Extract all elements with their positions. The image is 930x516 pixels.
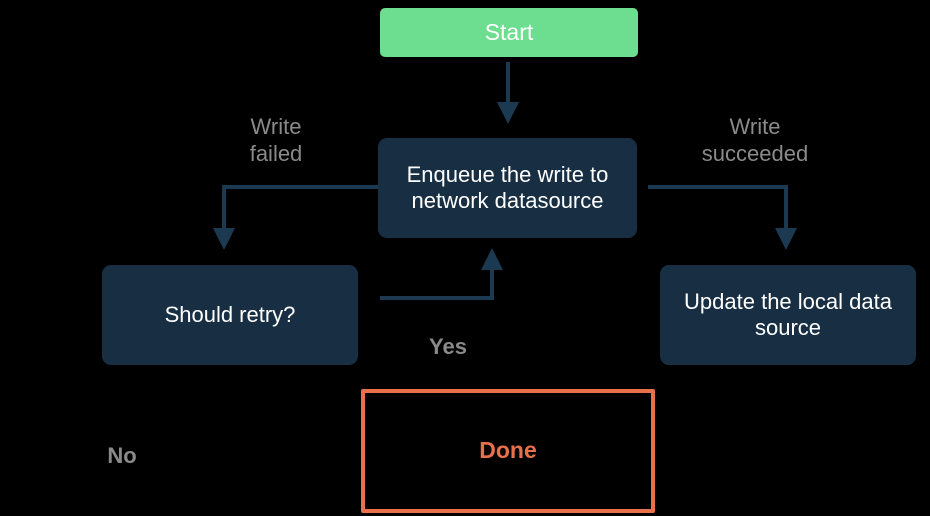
edge-enqueue-to-should-retry xyxy=(213,185,380,250)
node-start-label: Start xyxy=(484,18,534,45)
node-start[interactable]: Start xyxy=(380,8,638,57)
edge-should-retry-yes-to-enqueue xyxy=(380,248,503,300)
node-done-label: Done xyxy=(479,437,537,464)
node-should-retry-label: Should retry? xyxy=(164,302,296,328)
node-should-retry[interactable]: Should retry? xyxy=(102,265,358,365)
edge-label-write-failed: Write failed xyxy=(249,114,303,166)
edge-label-yes: Yes xyxy=(429,334,467,359)
edge-start-to-enqueue xyxy=(497,62,519,124)
edge-enqueue-to-update-local xyxy=(648,185,797,250)
node-update-local-data-source-label: Update the local data source xyxy=(684,289,892,340)
edge-label-no: No xyxy=(107,443,137,468)
node-update-local-data-source[interactable]: Update the local data source xyxy=(660,265,916,365)
node-enqueue-write-label: Enqueue the write to network datasource xyxy=(406,162,609,213)
node-enqueue-write[interactable]: Enqueue the write to network datasource xyxy=(378,138,637,238)
node-done[interactable]: Done xyxy=(361,389,655,513)
edge-label-write-succeeded: Write succeeded xyxy=(701,114,809,166)
